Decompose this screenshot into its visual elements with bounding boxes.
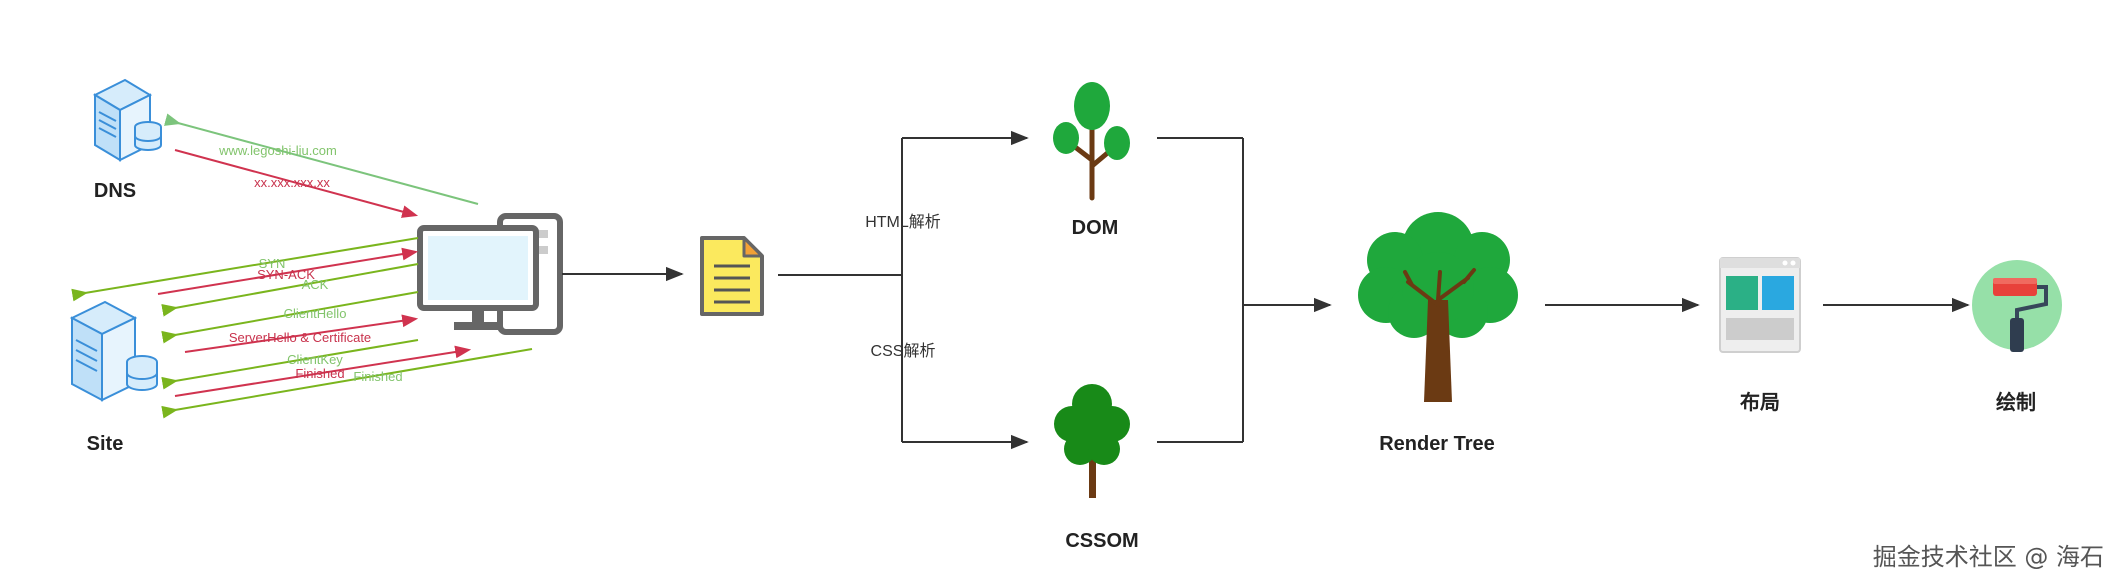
syn-arrow <box>71 237 419 302</box>
finished-server-label: Finished <box>295 366 344 381</box>
layout-icon <box>1719 257 1801 353</box>
dom-tree-icon <box>1053 82 1130 201</box>
dom-label: DOM <box>1072 217 1119 239</box>
syn-ack-label: SYN-ACK <box>257 267 315 282</box>
computer-icon <box>417 213 563 335</box>
client-hello-arrow <box>161 291 419 344</box>
cssom-label: CSSOM <box>1065 530 1138 552</box>
dns-label: DNS <box>94 180 136 202</box>
finished-client-arrow <box>161 348 533 419</box>
dns-response-label: xx.xxx.xxx.xx <box>254 175 330 190</box>
ack-arrow <box>161 263 419 317</box>
client-key-arrow <box>161 339 419 390</box>
render-tree-icon <box>1358 212 1518 402</box>
syn-ack-arrow <box>157 247 419 295</box>
css-parse-label: CSS解析 <box>871 342 936 360</box>
render-tree-label: Render Tree <box>1379 433 1495 455</box>
site-label: Site <box>87 433 124 455</box>
client-key-label: ClientKey <box>287 352 343 367</box>
cssom-tree-icon <box>1054 384 1130 498</box>
server-hello-label: ServerHello & Certificate <box>229 330 371 345</box>
dns-response-arrow <box>174 149 419 218</box>
html-parse-label: HTML解析 <box>865 213 941 231</box>
dns-query-label: www.legoshi-liu.com <box>218 143 337 158</box>
watermark: 掘金技术社区 @ 海石 <box>1872 543 2104 571</box>
dns-server-icon <box>92 78 162 162</box>
syn-label: SYN <box>259 256 286 271</box>
ack-label: ACK <box>302 277 329 292</box>
document-icon <box>700 236 764 316</box>
finished-server-arrow <box>174 345 472 397</box>
finished-client-label: Finished <box>353 369 402 384</box>
site-server-icon <box>69 300 158 402</box>
client-hello-label: ClientHello <box>284 306 347 321</box>
paint-roller-icon <box>1972 260 2062 352</box>
paint-label: 绘制 <box>1996 390 2036 414</box>
server-hello-arrow <box>184 314 419 353</box>
layout-label: 布局 <box>1740 390 1780 414</box>
dns-query-arrow <box>163 113 479 205</box>
